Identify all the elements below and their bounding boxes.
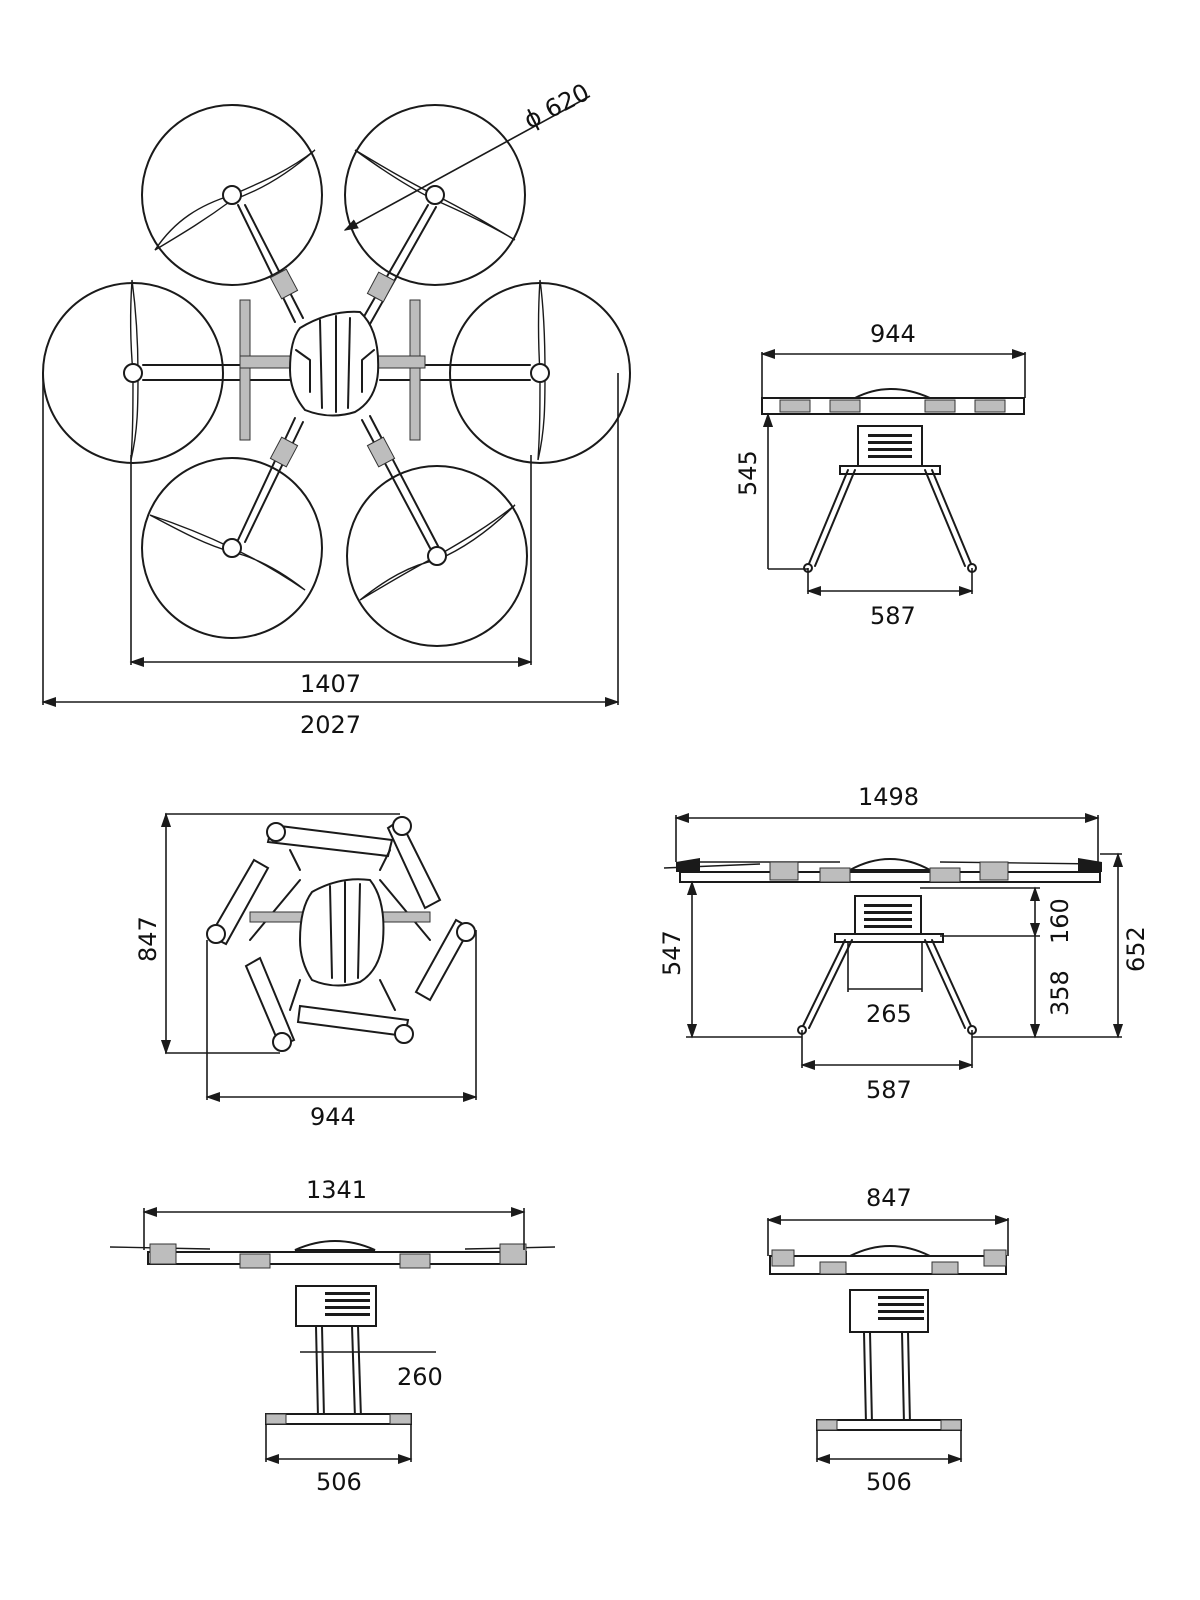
side1-payload-height-label: 160 [1046, 898, 1074, 944]
side-view-1: 1498 547 160 358 652 265 [658, 783, 1150, 1104]
folded-width-label: 944 [310, 1103, 356, 1131]
front1-leg-span-label: 587 [870, 602, 916, 630]
payload-box [839, 425, 941, 475]
side2-legs [265, 1325, 412, 1425]
folded-height-label: 847 [134, 916, 162, 962]
side1-total-height-label: 652 [1122, 926, 1150, 972]
side1-width-dimension [674, 812, 1100, 862]
side2-box-label: 260 [397, 1363, 443, 1391]
side2-skid-label: 506 [316, 1468, 362, 1496]
side1-width-label: 1498 [858, 783, 919, 811]
front1-height-label: 545 [734, 450, 762, 496]
side3-payload-box [849, 1289, 929, 1333]
central-body [288, 310, 380, 417]
folded-body [298, 878, 385, 987]
prop-diameter-label: ϕ 620 [519, 78, 593, 134]
side3-skid-label: 506 [866, 1468, 912, 1496]
propeller-discs [42, 104, 631, 647]
side1-right-dimensions [920, 852, 1124, 1039]
side-view-2: 1341 260 506 [109, 1176, 556, 1496]
side1-box-width-label: 265 [866, 1000, 912, 1028]
side1-legs [797, 939, 977, 1035]
side3-frame [769, 1245, 1007, 1275]
prop-diameter-leader [343, 95, 591, 231]
side1-box-width-dimension [847, 942, 923, 992]
side1-frame [676, 858, 1102, 883]
side2-frame [147, 1240, 527, 1269]
side2-width-dimension [142, 1206, 526, 1250]
side1-leg-height-label: 358 [1046, 970, 1074, 1016]
landing-legs [803, 469, 977, 573]
side3-skid-dimension [815, 1430, 963, 1465]
folded-view: 847 944 [134, 812, 478, 1131]
side3-legs [816, 1331, 962, 1431]
overall-span-dimension [41, 373, 620, 708]
side3-width-label: 847 [866, 1184, 912, 1212]
overall-span-label: 2027 [300, 711, 361, 739]
motor-span-dimension [129, 455, 533, 668]
motor-span-label: 1407 [300, 670, 361, 698]
side1-leg-span-label: 587 [866, 1076, 912, 1104]
side2-skid-dimension [264, 1424, 413, 1465]
side2-width-label: 1341 [306, 1176, 367, 1204]
folded-arms [206, 816, 476, 1052]
folded-width-dimension [205, 930, 478, 1103]
top-view: ϕ 620 1407 2027 [41, 78, 631, 739]
width-dimension [760, 348, 1027, 398]
front-view-1: 944 545 587 [734, 320, 1027, 630]
side1-height-dimension [686, 880, 802, 1039]
side3-width-dimension [766, 1214, 1010, 1256]
side1-height-label: 547 [658, 930, 686, 976]
folded-frame [249, 849, 431, 1011]
arm-joints [239, 268, 426, 468]
folded-height-dimension [160, 812, 400, 1055]
arms [142, 204, 531, 549]
height-dimension [762, 412, 808, 570]
front1-width-label: 944 [870, 320, 916, 348]
side-view-3: 847 506 [766, 1184, 1010, 1496]
frame-body [761, 388, 1025, 415]
side2-payload-box [295, 1285, 377, 1327]
side1-payload-box [834, 895, 944, 943]
motors [123, 185, 550, 566]
side1-leg-span-dimension [800, 1030, 974, 1071]
leg-span-dimension [806, 568, 974, 597]
